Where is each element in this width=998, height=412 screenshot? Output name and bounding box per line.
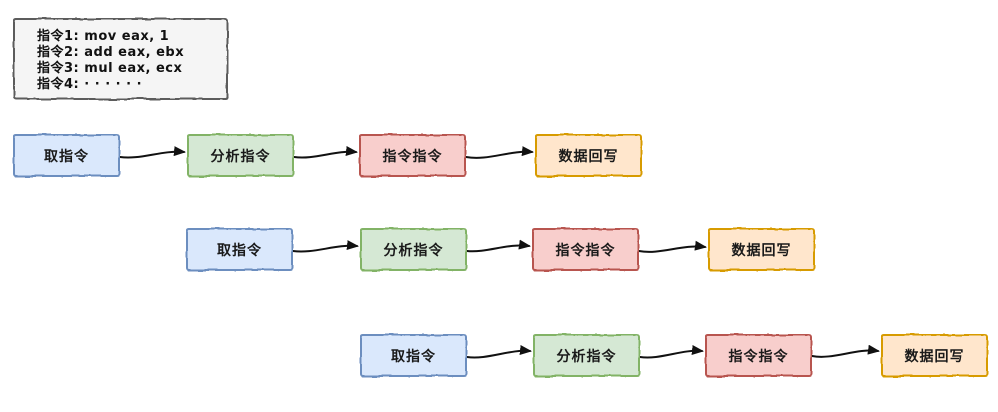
stage-label: 指令指令 (555, 242, 616, 259)
stage-box-border (360, 228, 467, 271)
stage-box-execute: 指令指令 (359, 134, 466, 177)
stage-box-fetch: 取指令 (186, 228, 293, 271)
stage-label: 指令指令 (728, 348, 789, 365)
stage-label: 分析指令 (383, 242, 444, 259)
stage-label: 分析指令 (210, 148, 271, 165)
flow-arrow (638, 240, 707, 253)
stage-box-execute: 指令指令 (705, 334, 812, 377)
stage-label: 数据回写 (904, 348, 965, 365)
stage-box-border (360, 334, 467, 377)
flow-arrow (466, 345, 532, 359)
stage-label: 数据回写 (731, 242, 792, 259)
stage-label: 指令指令 (382, 148, 443, 165)
stage-box-border (708, 228, 815, 271)
stage-label: 取指令 (217, 242, 262, 259)
stage-box-writeback: 数据回写 (535, 134, 642, 177)
stage-label: 取指令 (391, 348, 436, 365)
flow-arrow (639, 345, 704, 359)
stage-box-border (533, 334, 640, 377)
code-box-border (13, 18, 228, 100)
stage-box-border (186, 228, 293, 271)
stage-box-border (535, 134, 642, 177)
code-line: 指令3: mul eax, ecx (37, 61, 183, 76)
code-line: 指令2: add eax, ebx (37, 45, 185, 60)
flow-arrow (293, 146, 358, 159)
stage-box-execute: 指令指令 (532, 228, 639, 271)
stage-box-border (13, 134, 120, 177)
stage-box-analyze: 分析指令 (360, 228, 467, 271)
stage-box-border (532, 228, 639, 271)
stage-box-border (187, 134, 294, 177)
stage-box-fetch: 取指令 (13, 134, 120, 177)
stage-box-writeback: 数据回写 (881, 334, 988, 377)
flow-arrow (292, 240, 359, 253)
stage-box-border (705, 334, 812, 377)
stage-label: 分析指令 (556, 348, 617, 365)
stage-label: 取指令 (44, 148, 89, 165)
flow-arrow (466, 239, 531, 253)
stage-label: 数据回写 (558, 148, 619, 165)
flow-arrow (811, 344, 880, 358)
stage-box-border (881, 334, 988, 377)
flow-arrow (119, 146, 186, 159)
code-line: 指令1: mov eax, 1 (37, 29, 170, 44)
stage-box-analyze: 分析指令 (533, 334, 640, 377)
code-line: 指令4: · · · · · · (37, 77, 143, 92)
code-lines: 指令1: mov eax, 1 指令2: add eax, ebx 指令3: m… (13, 18, 228, 99)
stage-box-border (359, 134, 466, 177)
stage-box-writeback: 数据回写 (708, 228, 815, 271)
stage-box-fetch: 取指令 (360, 334, 467, 377)
instruction-list-box: 指令1: mov eax, 1 指令2: add eax, ebx 指令3: m… (13, 18, 228, 100)
flow-arrow (465, 146, 534, 159)
stage-box-analyze: 分析指令 (187, 134, 294, 177)
